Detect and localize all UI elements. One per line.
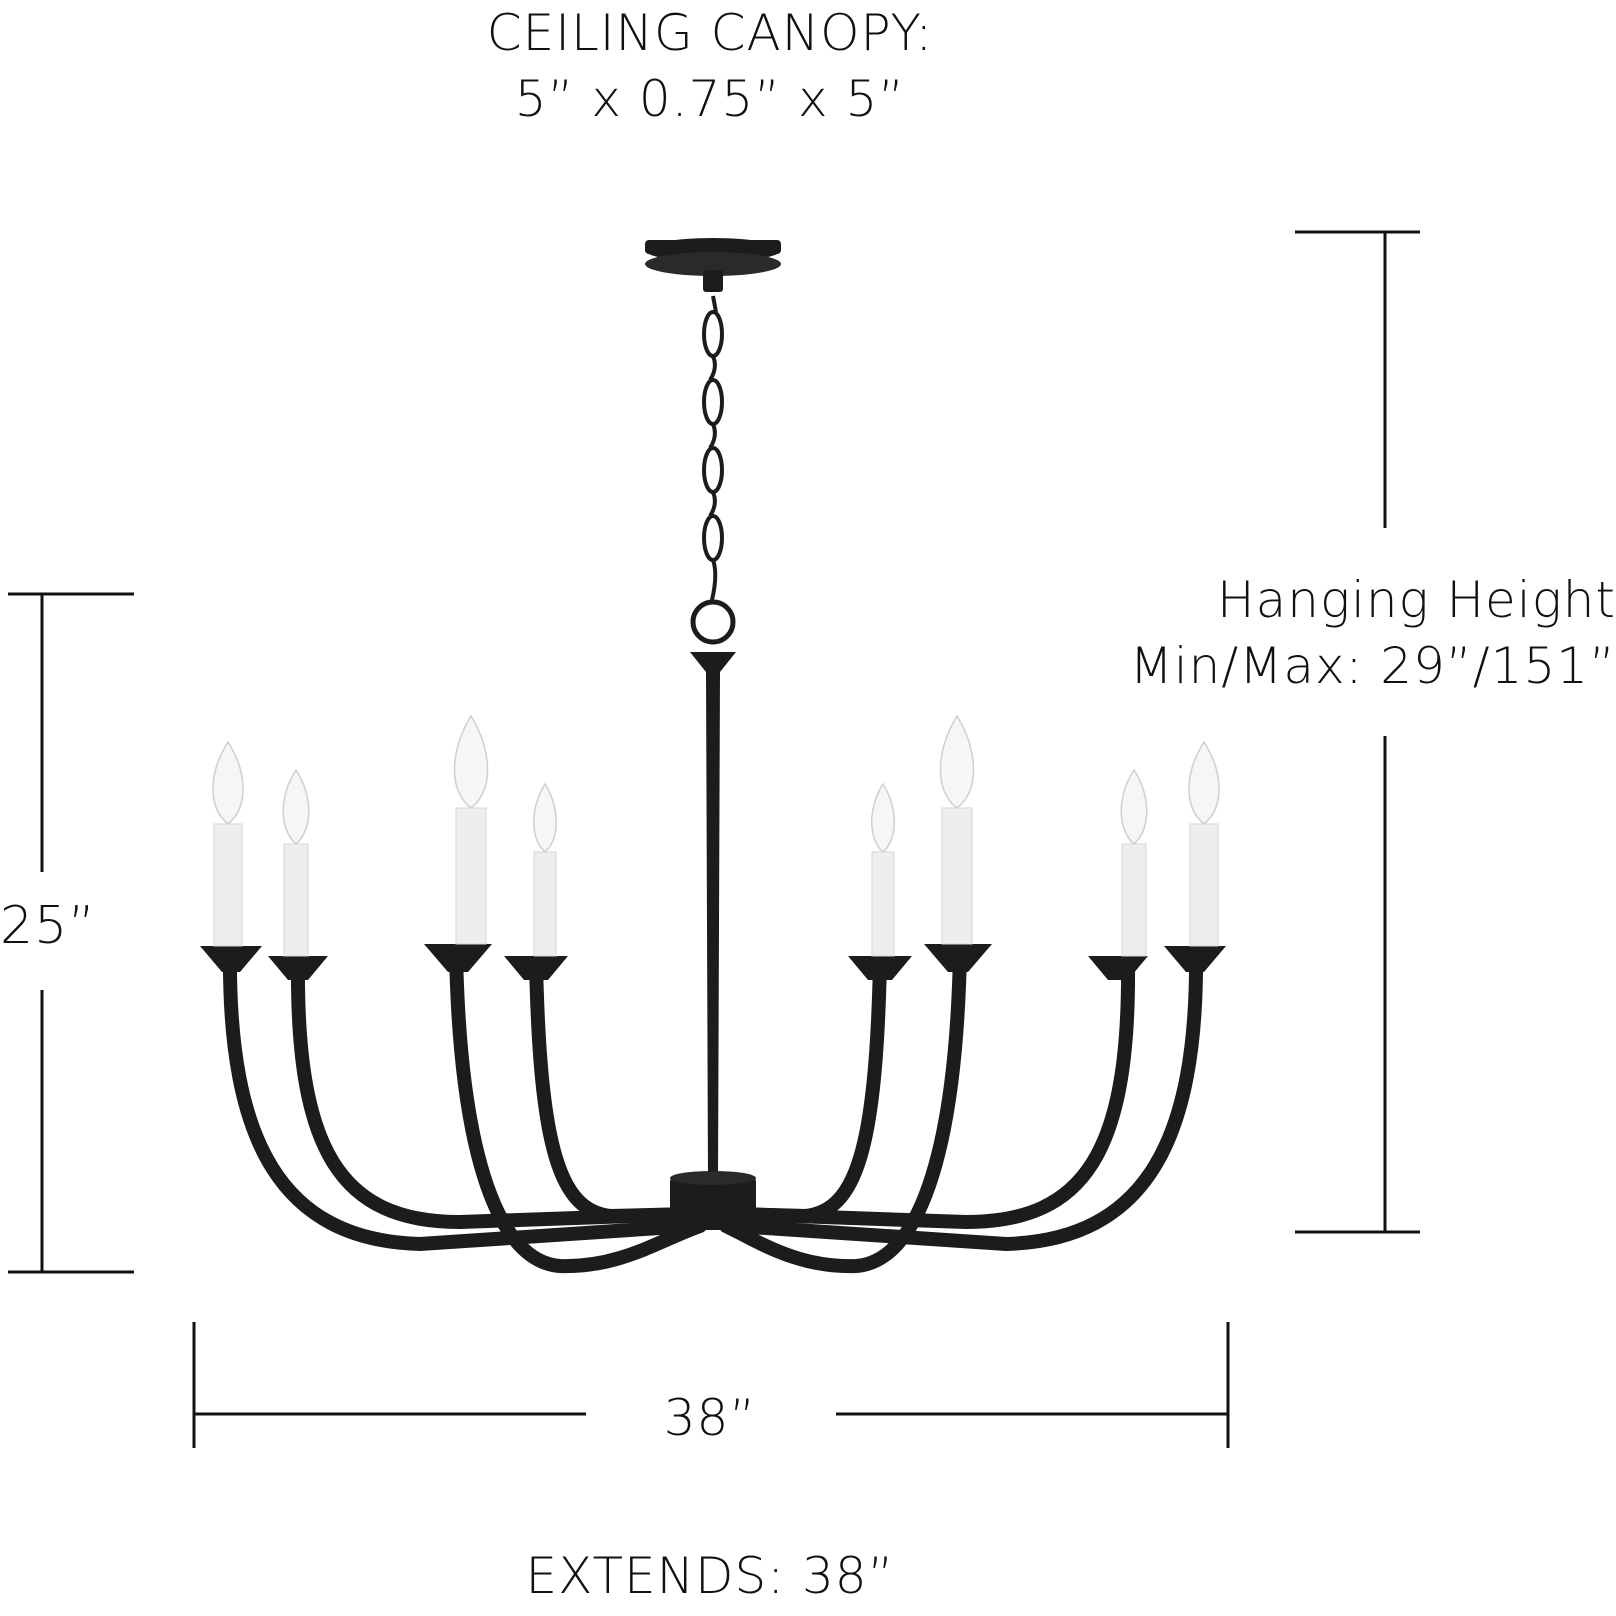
extends-label: EXTENDS: 38” (525, 1547, 895, 1605)
hanging-height-dimension-line (1295, 230, 1420, 1234)
candle-sleeves (213, 807, 1219, 957)
hanging-height-label: Hanging Height (1217, 571, 1616, 629)
ceiling-canopy (645, 238, 781, 292)
width-dimension-line (192, 1322, 1230, 1448)
fixture-height-value: 25” (0, 896, 97, 956)
arms (222, 945, 1204, 1274)
fixture-width-value: 38” (663, 1389, 757, 1447)
hanging-height-values: Min/Max: 29”/151” (1129, 637, 1616, 695)
candle-cups (200, 944, 1226, 980)
height-dimension-line (8, 592, 134, 1274)
center-stem (670, 652, 756, 1230)
chain (690, 295, 736, 645)
canopy-title: CEILING CANOPY: (486, 4, 934, 62)
candle-bulbs (212, 714, 1220, 853)
canopy-dimensions: 5” x 0.75” x 5” (514, 70, 906, 128)
